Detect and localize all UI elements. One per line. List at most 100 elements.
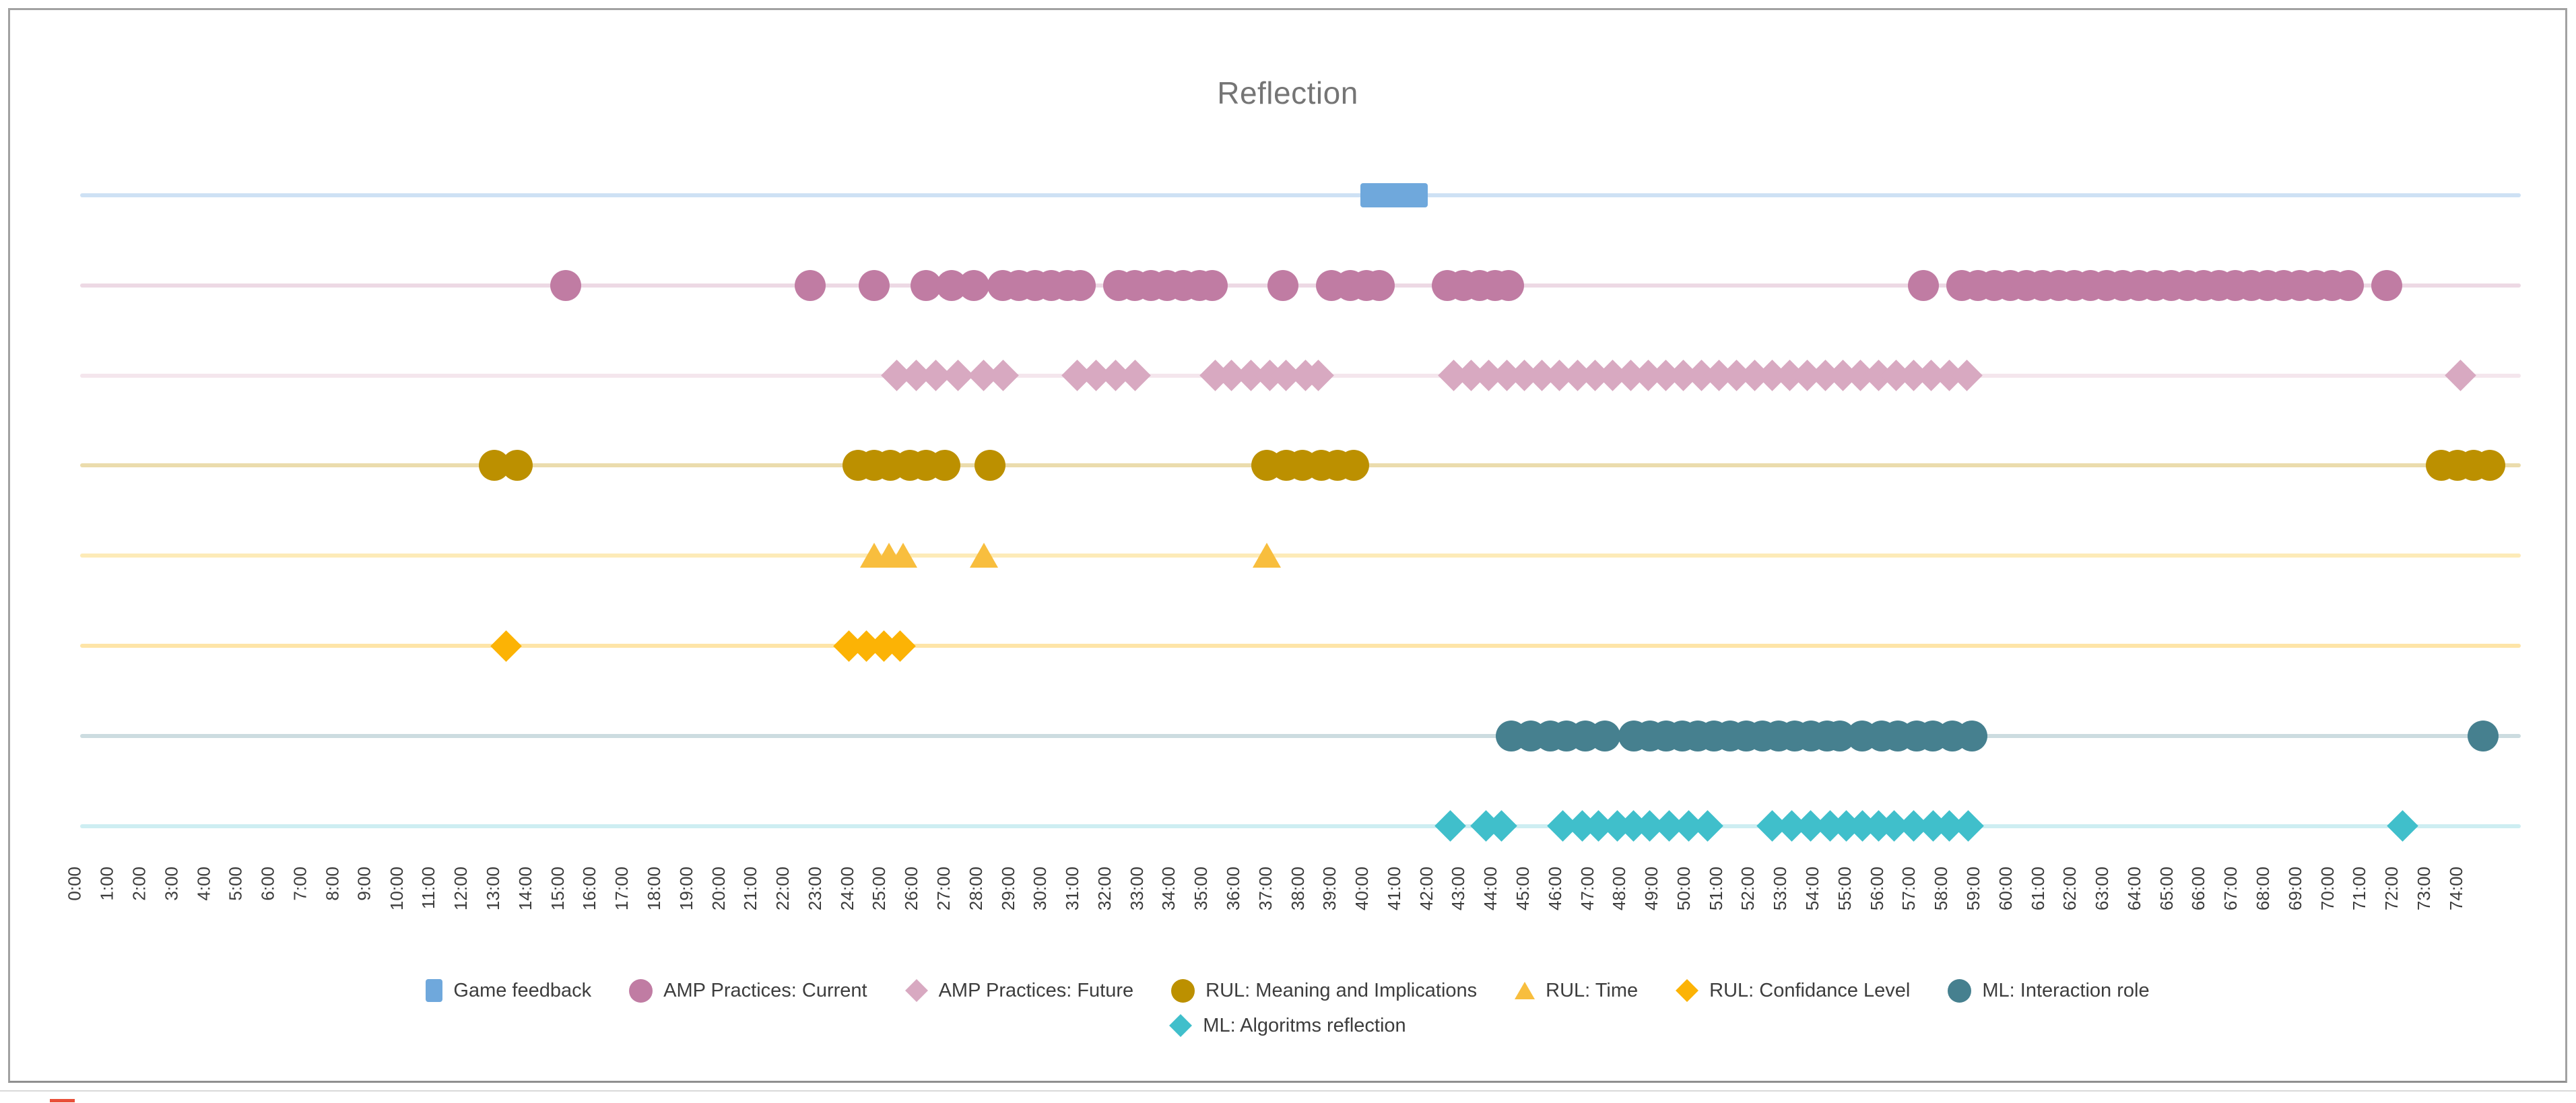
legend-item-amp-practices-current[interactable]: AMP Practices: Current — [629, 978, 867, 1003]
x-axis-tick-label: 35:00 — [1191, 867, 1212, 911]
data-point-ml-interaction-role[interactable] — [2468, 720, 2499, 751]
data-point-rul-meaning-and-implications[interactable] — [975, 450, 1006, 481]
data-point-rul-confidance-level[interactable] — [490, 630, 522, 662]
x-axis-tick-label: 47:00 — [1577, 867, 1597, 911]
x-axis-tick-label: 24:00 — [836, 867, 857, 911]
series-line-rul-confidance-level — [80, 644, 2521, 648]
legend-item-game-feedback[interactable]: Game feedback — [426, 979, 591, 1002]
x-axis-tick-label: 12:00 — [451, 867, 471, 911]
x-axis-tick-label: 64:00 — [2123, 867, 2144, 911]
series-line-amp-practices-current — [80, 283, 2521, 288]
x-axis-tick-label: 51:00 — [1705, 867, 1726, 911]
x-axis-tick-label: 46:00 — [1544, 867, 1565, 911]
legend-label-rul-meaning-and-implications: RUL: Meaning and Implications — [1206, 979, 1478, 1001]
data-point-amp-practices-current[interactable] — [2332, 269, 2364, 301]
x-axis-tick-label: 23:00 — [804, 867, 825, 911]
x-axis-tick-label: 38:00 — [1287, 867, 1308, 911]
data-point-amp-practices-current[interactable] — [794, 269, 826, 301]
legend-item-ml-algoritms-reflection[interactable]: ML: Algoritms reflection — [1169, 1014, 1406, 1037]
triangle-icon — [1515, 982, 1535, 999]
data-point-amp-practices-current[interactable] — [1364, 269, 1395, 301]
data-point-ml-interaction-role[interactable] — [1589, 720, 1620, 751]
data-point-rul-time[interactable] — [1253, 543, 1282, 568]
diamond-icon — [1676, 979, 1699, 1002]
data-point-amp-practices-future[interactable] — [1951, 360, 1983, 391]
x-axis-tick-label: 17:00 — [612, 867, 632, 911]
circle-icon — [629, 978, 653, 1003]
square-icon — [426, 979, 443, 1002]
x-axis-tick-label: 66:00 — [2188, 867, 2209, 911]
data-point-ml-interaction-role[interactable] — [1956, 720, 1987, 751]
x-axis-tick-label: 2:00 — [129, 867, 150, 901]
x-axis-tick-label: 50:00 — [1674, 867, 1694, 911]
x-axis-tick-label: 30:00 — [1030, 867, 1051, 911]
x-axis-tick-label: 14:00 — [515, 867, 535, 911]
data-point-amp-practices-current[interactable] — [550, 269, 581, 301]
x-axis-tick-label: 59:00 — [1963, 867, 1984, 911]
legend-item-rul-time[interactable]: RUL: Time — [1515, 980, 1638, 1002]
x-axis-tick-label: 41:00 — [1383, 867, 1404, 911]
x-axis-tick-label: 54:00 — [1802, 867, 1823, 911]
x-axis-tick-label: 73:00 — [2413, 867, 2434, 911]
data-point-rul-time[interactable] — [889, 543, 918, 568]
screen-artifact — [50, 1099, 75, 1102]
x-axis-tick-label: 74:00 — [2445, 867, 2466, 911]
data-point-rul-meaning-and-implications[interactable] — [501, 450, 533, 481]
data-point-ml-algoritms-reflection[interactable] — [1434, 810, 1466, 842]
data-point-amp-practices-current[interactable] — [1907, 269, 1939, 301]
data-point-ml-algoritms-reflection[interactable] — [2387, 810, 2419, 842]
series-line-ml-algoritms-reflection — [80, 824, 2521, 828]
x-axis-tick-label: 28:00 — [965, 867, 986, 911]
page-divider — [0, 1090, 2576, 1092]
x-axis-tick-label: 60:00 — [1995, 867, 2016, 911]
data-point-amp-practices-current[interactable] — [2371, 269, 2402, 301]
legend-row: ML: Algoritms reflection — [10, 1008, 2565, 1043]
data-point-rul-meaning-and-implications[interactable] — [1338, 450, 1370, 481]
data-point-amp-practices-current[interactable] — [1065, 269, 1096, 301]
data-point-amp-practices-current[interactable] — [958, 269, 990, 301]
x-axis-tick-label: 19:00 — [675, 867, 696, 911]
data-point-amp-practices-current[interactable] — [1196, 269, 1228, 301]
data-point-rul-confidance-level[interactable] — [884, 630, 916, 662]
legend-item-rul-meaning-and-implications[interactable]: RUL: Meaning and Implications — [1171, 978, 1478, 1003]
data-point-amp-practices-future[interactable] — [987, 360, 1019, 391]
legend-item-ml-interaction-role[interactable]: ML: Interaction role — [1948, 978, 2150, 1003]
x-axis-tick-label: 40:00 — [1352, 867, 1373, 911]
x-axis-tick-label: 20:00 — [708, 867, 729, 911]
x-axis-tick-label: 42:00 — [1416, 867, 1436, 911]
data-point-amp-practices-current[interactable] — [859, 269, 890, 301]
legend-item-rul-confidance-level[interactable]: RUL: Confidance Level — [1676, 979, 1910, 1002]
data-point-ml-algoritms-reflection[interactable] — [1952, 810, 1985, 842]
chart-legend: Game feedback AMP Practices: Current AMP P… — [10, 973, 2565, 1043]
data-point-amp-practices-future[interactable] — [1119, 360, 1151, 391]
legend-label-game-feedback: Game feedback — [453, 979, 592, 1001]
x-axis-tick-label: 25:00 — [869, 867, 890, 911]
x-axis-tick-label: 32:00 — [1094, 867, 1115, 911]
data-point-ml-algoritms-reflection[interactable] — [1692, 810, 1724, 842]
x-axis-tick-label: 58:00 — [1931, 867, 1952, 911]
x-axis-tick-label: 15:00 — [547, 867, 568, 911]
x-axis-tick-label: 45:00 — [1513, 867, 1533, 911]
x-axis-tick-label: 26:00 — [901, 867, 922, 911]
x-axis-tick-label: 69:00 — [2284, 867, 2305, 911]
data-point-amp-practices-current[interactable] — [1492, 269, 1524, 301]
data-point-amp-practices-future[interactable] — [2445, 360, 2477, 391]
x-axis-tick-label: 33:00 — [1126, 867, 1147, 911]
data-point-rul-time[interactable] — [969, 543, 998, 568]
data-point-amp-practices-current[interactable] — [1267, 269, 1299, 301]
legend-item-amp-practices-future[interactable]: AMP Practices: Future — [904, 979, 1133, 1002]
legend-label-ml-interaction-role: ML: Interaction role — [1982, 979, 2150, 1001]
circle-icon — [1171, 978, 1195, 1003]
x-axis-tick-label: 36:00 — [1223, 867, 1244, 911]
x-axis-tick-label: 52:00 — [1738, 867, 1758, 911]
x-axis-tick-label: 21:00 — [740, 867, 761, 911]
data-point-bar-game-feedback[interactable] — [1360, 183, 1428, 207]
data-point-rul-meaning-and-implications[interactable] — [929, 450, 961, 481]
x-axis-tick-label: 71:00 — [2349, 867, 2370, 911]
x-axis-tick-label: 39:00 — [1319, 867, 1340, 911]
data-point-rul-meaning-and-implications[interactable] — [2474, 450, 2505, 481]
x-axis-tick-label: 22:00 — [772, 867, 793, 911]
series-line-ml-interaction-role — [80, 733, 2521, 738]
legend-label-rul-time: RUL: Time — [1546, 979, 1639, 1001]
